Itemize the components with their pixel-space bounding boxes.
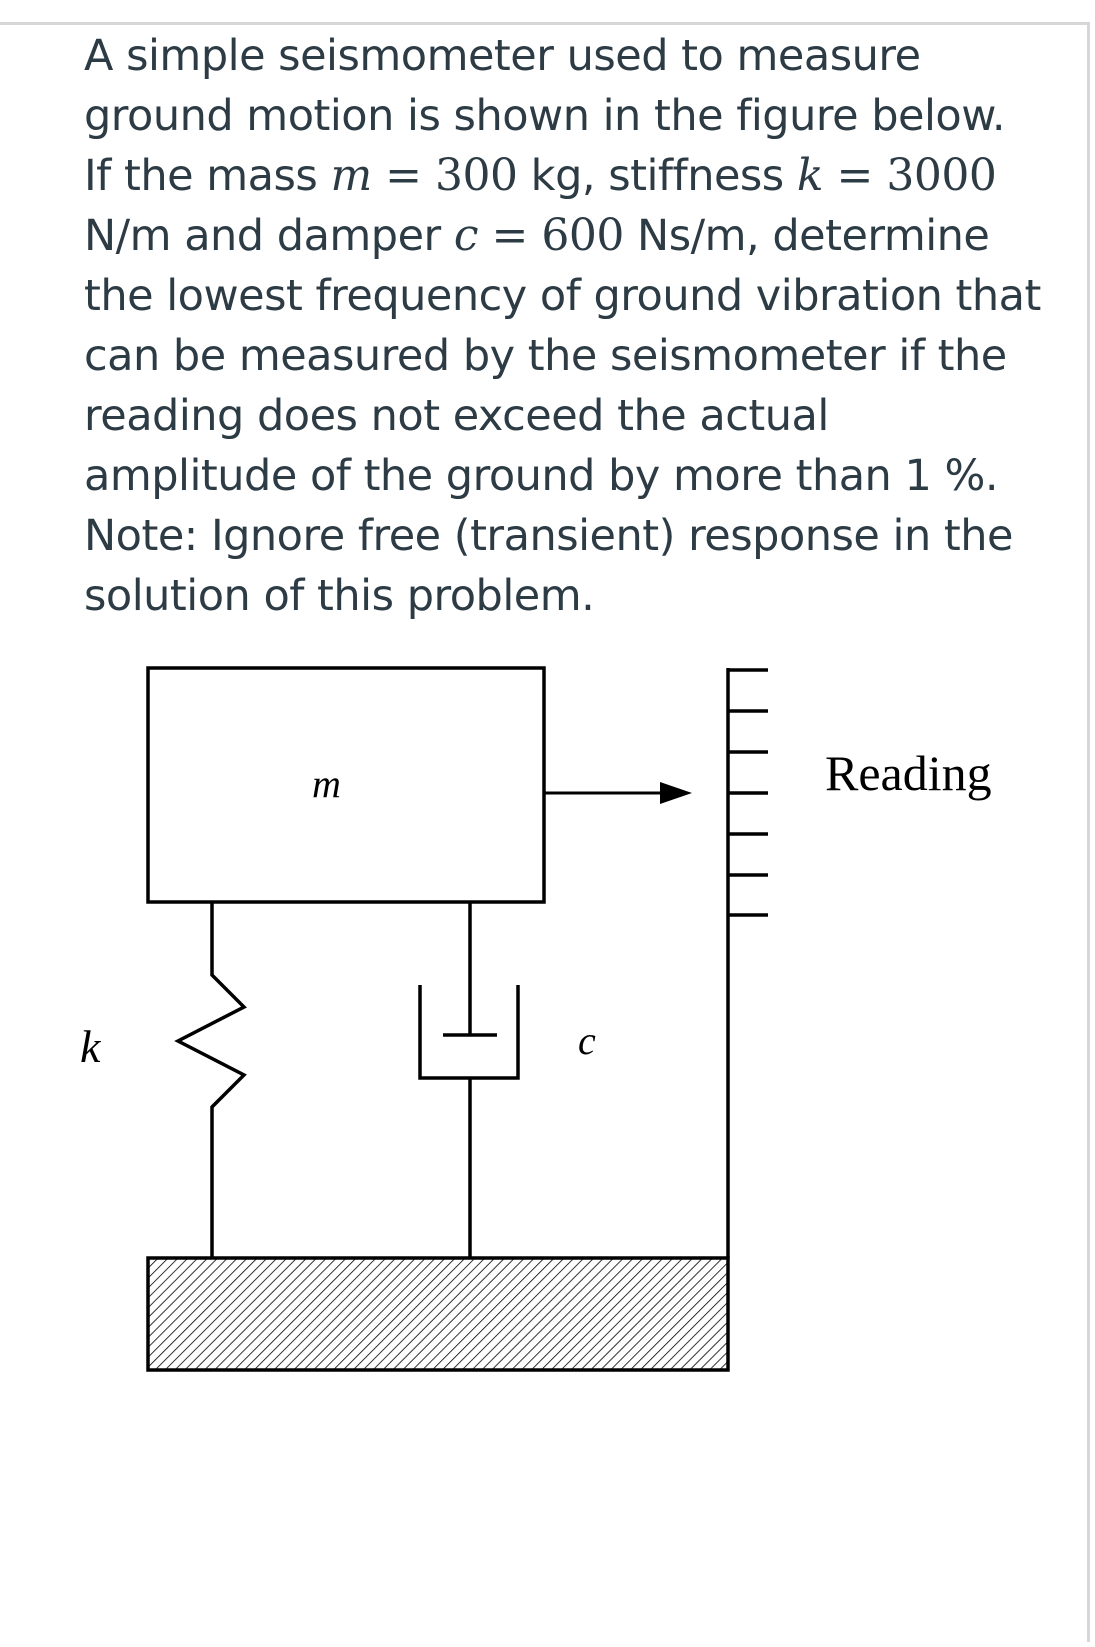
spring (174, 902, 247, 1258)
mass-label: m (312, 761, 341, 806)
math-damper: c = 600 (454, 210, 624, 261)
stiffness-variable: k (796, 150, 824, 201)
seismometer-figure: m Reading k c (0, 640, 1095, 1420)
math-mass: m = 300 (330, 150, 518, 201)
spring-label: k (80, 1021, 102, 1072)
content-frame (0, 22, 1090, 1642)
question-text-part: Ns/m, determine the lowest frequency of … (84, 211, 1041, 621)
stiffness-value: = 3000 (823, 150, 997, 201)
pointer-arrowhead (660, 782, 692, 804)
scale-ticks (728, 668, 768, 917)
reading-label: Reading (825, 745, 992, 801)
mass-block (146, 666, 546, 904)
math-stiffness: k = 3000 (797, 150, 997, 201)
ground-base (146, 1256, 730, 1372)
damper-label: c (578, 1018, 596, 1063)
mass-value: = 300 (371, 150, 518, 201)
damper-variable: c (453, 210, 479, 261)
damper (418, 902, 520, 1258)
question-text: A simple seismometer used to measure gro… (84, 26, 1044, 626)
question-text-part: kg, stiffness (517, 151, 797, 201)
question-text-part: N/m and damper (84, 211, 454, 261)
mass-variable: m (330, 150, 372, 201)
question-text-part: A simple seismometer used to measure gro… (84, 31, 1006, 201)
damper-value: = 600 (478, 210, 625, 261)
seismometer-diagram: m Reading k c (80, 666, 992, 1372)
